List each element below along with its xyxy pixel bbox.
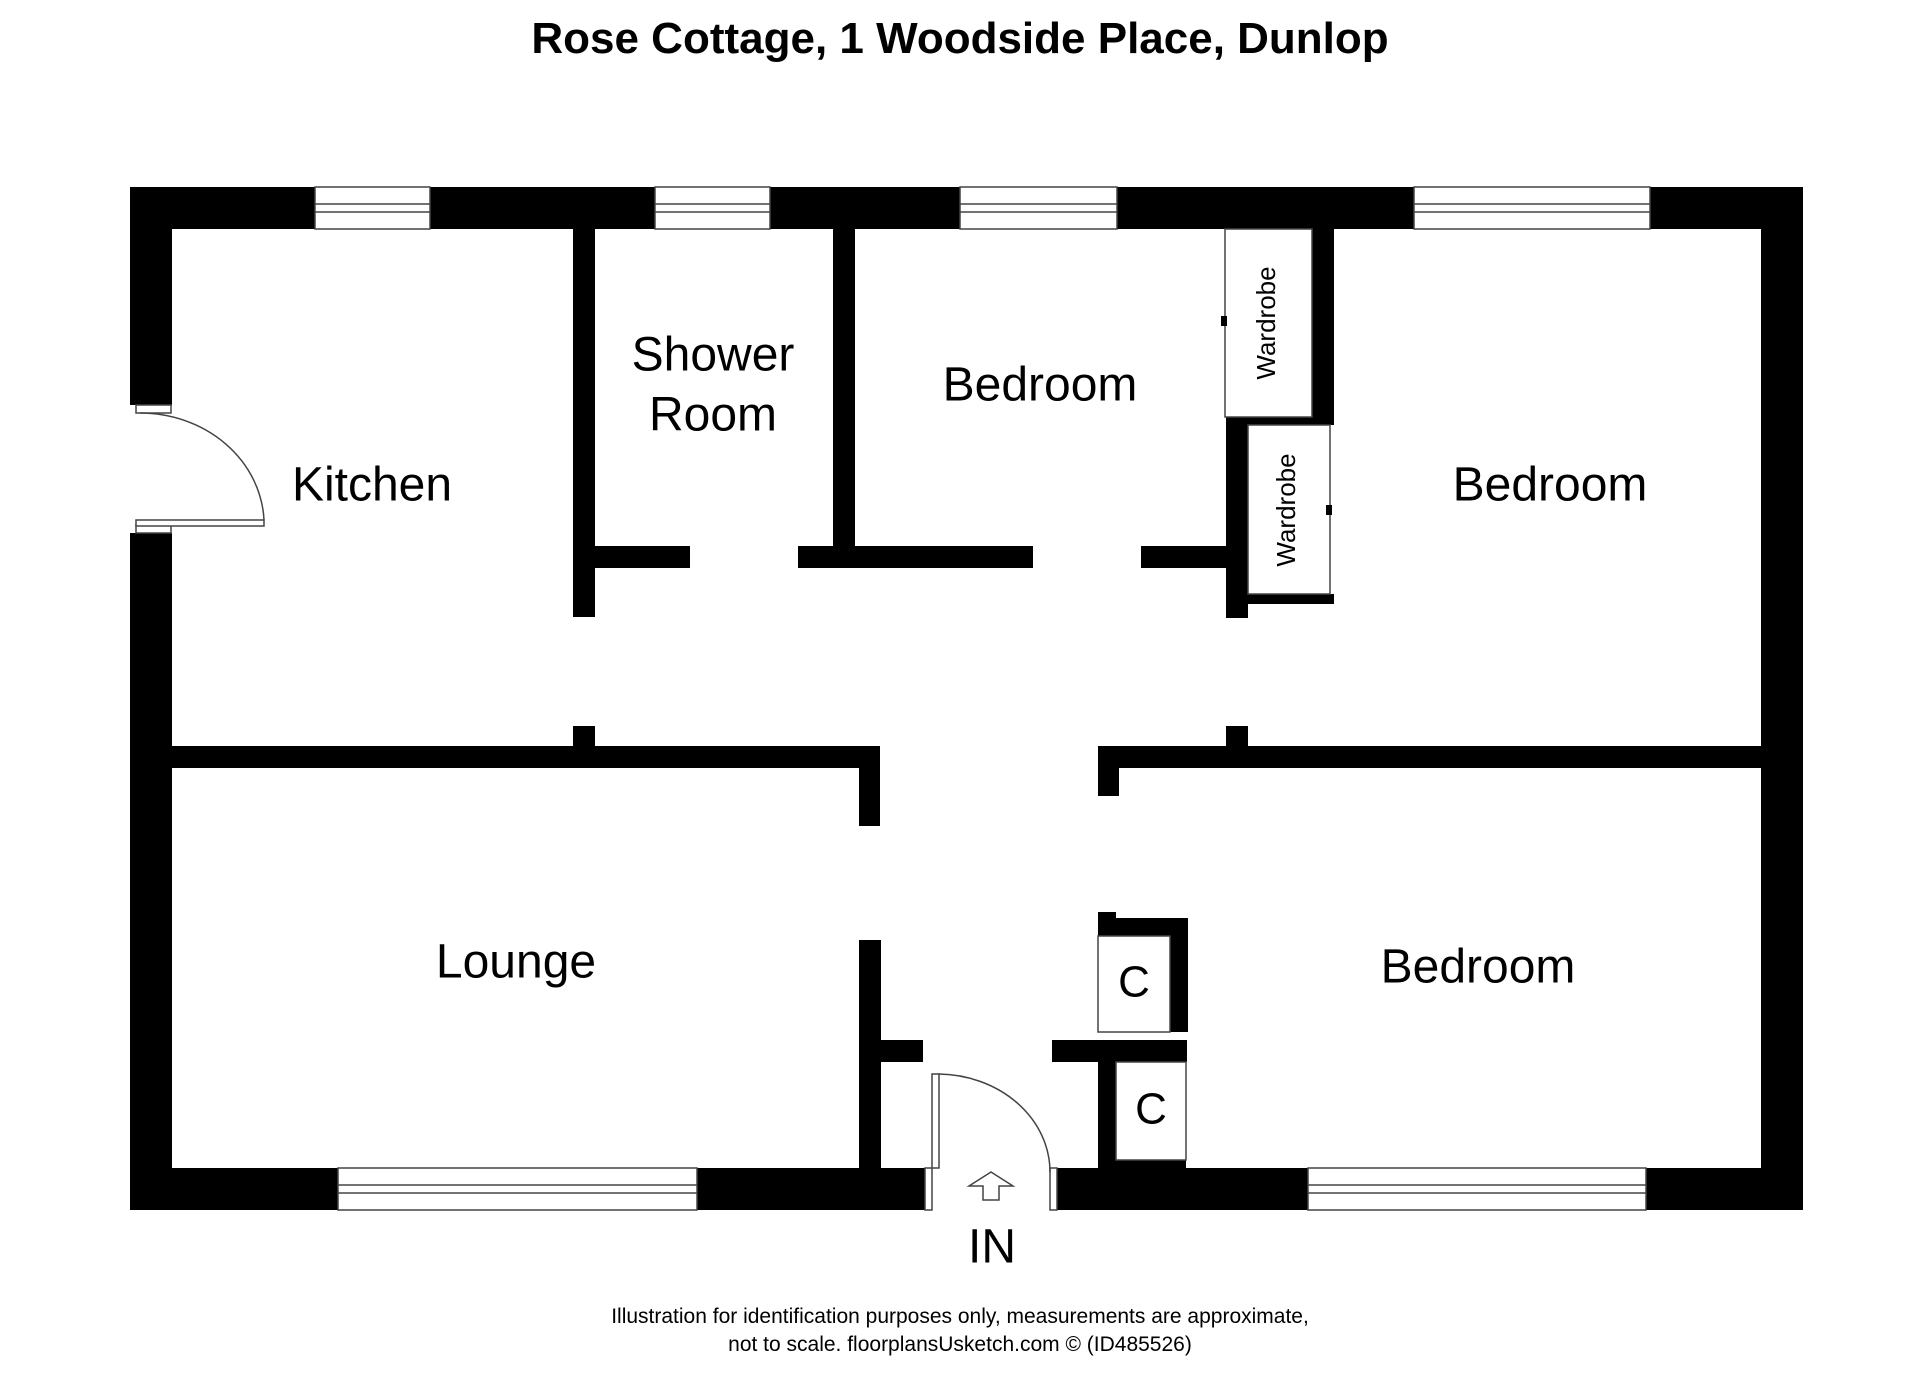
- windows: [314, 186, 1651, 1211]
- wardrobe-bottom: Wardrobe: [1247, 424, 1332, 595]
- room-label-shower-line1: Shower: [632, 329, 795, 382]
- room-label-bedroom-bottom: Bedroom: [1381, 941, 1576, 994]
- disclaimer: Illustration for identification purposes…: [0, 1303, 1920, 1359]
- window-kitchen: [314, 186, 431, 230]
- room-label-bedroom-top: Bedroom: [943, 359, 1138, 412]
- plan-title: Rose Cottage, 1 Woodside Place, Dunlop: [531, 14, 1389, 63]
- kitchen-back-door: [135, 404, 265, 534]
- window-lounge: [337, 1167, 698, 1211]
- cupboard-upper: C: [1097, 935, 1171, 1033]
- window-bedroom-bottom: [1307, 1167, 1647, 1211]
- disclaimer-line-1: Illustration for identification purposes…: [611, 1305, 1309, 1328]
- room-label-lounge: Lounge: [436, 936, 596, 989]
- cupboard-lower: C: [1115, 1061, 1187, 1161]
- window-bedroom-top: [959, 186, 1118, 230]
- disclaimer-line-2: not to scale. floorplansUsketch.com © (I…: [728, 1333, 1192, 1356]
- cupboard-upper-label: C: [1118, 958, 1150, 1007]
- wardrobe-top-label: Wardrobe: [1251, 266, 1281, 379]
- outer-walls: [130, 187, 1803, 1210]
- room-label-kitchen: Kitchen: [292, 459, 452, 512]
- interior-walls: [130, 229, 1803, 1168]
- window-shower-room: [654, 186, 771, 230]
- wardrobe-bottom-label: Wardrobe: [1271, 453, 1301, 566]
- room-label-bedroom-right: Bedroom: [1453, 459, 1648, 512]
- cupboard-lower-label: C: [1135, 1085, 1167, 1134]
- entrance-arrow-icon: [966, 1171, 1016, 1201]
- room-label-shower-line2: Room: [649, 389, 777, 442]
- entrance-label: IN: [968, 1221, 1016, 1274]
- front-entrance-door: [924, 1073, 1058, 1211]
- wardrobe-top: Wardrobe: [1221, 228, 1313, 418]
- window-bedroom-right: [1413, 186, 1651, 230]
